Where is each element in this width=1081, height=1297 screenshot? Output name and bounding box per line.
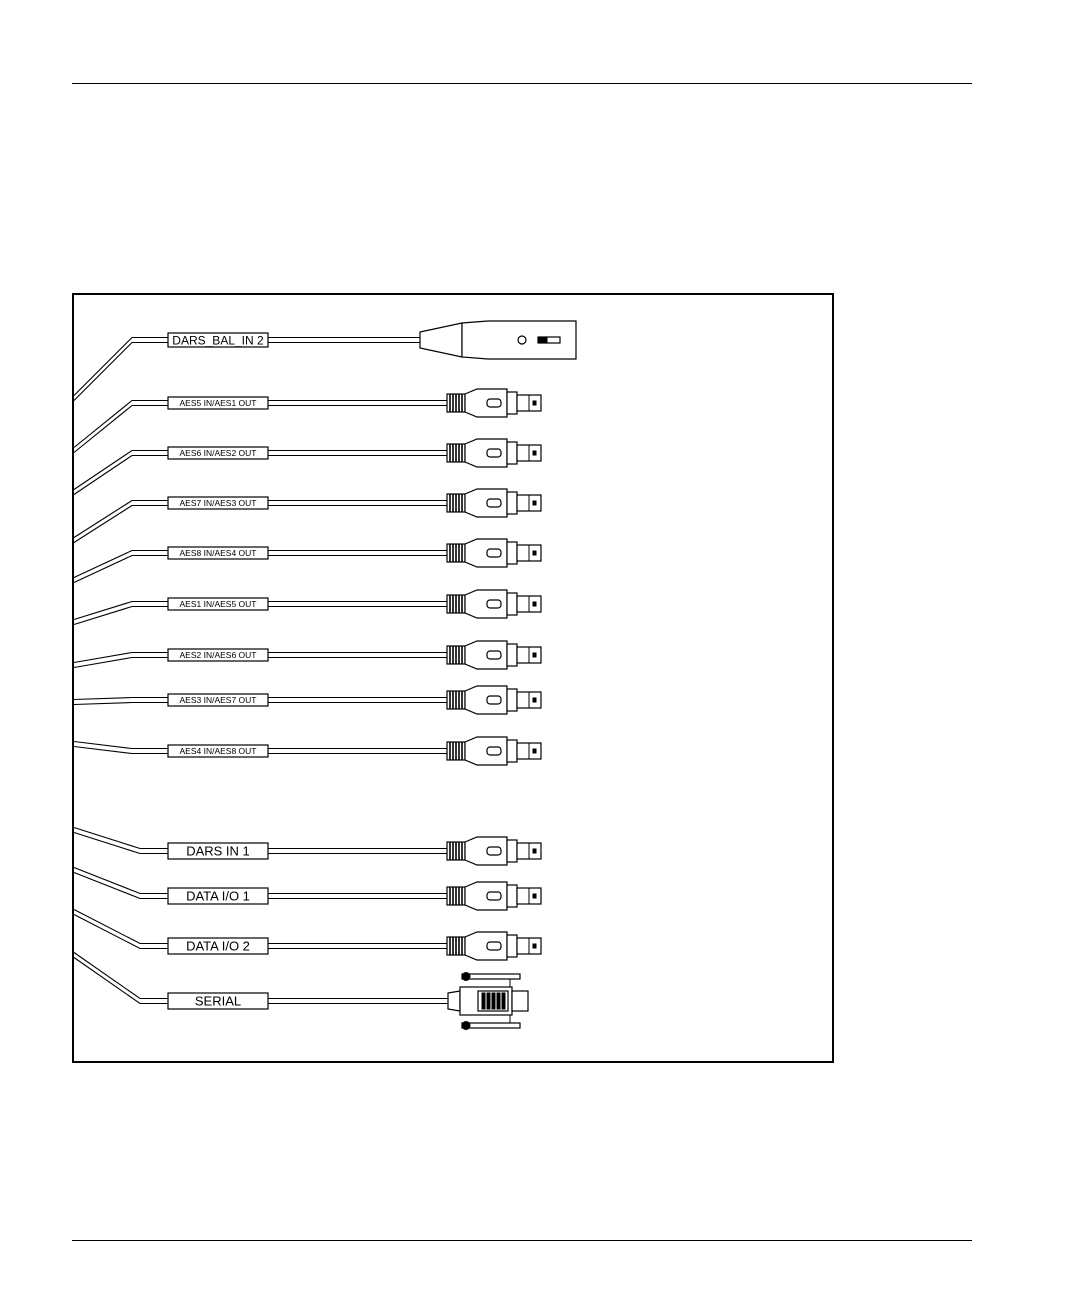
bnc-connector-icon	[447, 686, 541, 714]
cable-10: DATA I/O 1	[74, 868, 541, 911]
bnc-connector-icon	[447, 389, 541, 417]
bnc-connector-icon	[447, 932, 541, 960]
cable-9: DARS IN 1	[74, 828, 541, 866]
cable-label: DARS IN 1	[186, 844, 250, 859]
cable-label: AES5 IN/AES1 OUT	[180, 398, 257, 408]
cable-7: AES3 IN/AES7 OUT	[74, 686, 541, 714]
xlr-connector-icon	[420, 321, 576, 359]
cable-label: DATA I/O 2	[186, 939, 250, 954]
bnc-connector-icon	[447, 439, 541, 467]
cable-4: AES8 IN/AES4 OUT	[74, 539, 541, 583]
bnc-connector-icon	[447, 837, 541, 865]
cable-label: AES1 IN/AES5 OUT	[180, 599, 257, 609]
bnc-connector-icon	[447, 489, 541, 517]
cable-8: AES4 IN/AES8 OUT	[74, 737, 541, 765]
cable-label: AES4 IN/AES8 OUT	[180, 746, 257, 756]
cable-label: DATA I/O 1	[186, 889, 250, 904]
cable-3: AES7 IN/AES3 OUT	[74, 489, 541, 543]
cable-label: DARS_BAL_IN 2	[172, 333, 264, 347]
cable-12: SERIAL	[74, 953, 528, 1030]
bnc-connector-icon	[447, 641, 541, 669]
cable-label: SERIAL	[195, 994, 241, 1009]
cable-label: AES8 IN/AES4 OUT	[180, 548, 257, 558]
bnc-connector-icon	[447, 882, 541, 910]
cable-11: DATA I/O 2	[74, 910, 541, 961]
cable-label: AES2 IN/AES6 OUT	[180, 650, 257, 660]
cable-label: AES3 IN/AES7 OUT	[180, 695, 257, 705]
bnc-connector-icon	[447, 590, 541, 618]
cable-label: AES7 IN/AES3 OUT	[180, 498, 257, 508]
db9-connector-icon	[448, 973, 528, 1030]
cable-2: AES6 IN/AES2 OUT	[74, 439, 541, 495]
cable-label: AES6 IN/AES2 OUT	[180, 448, 257, 458]
bnc-connector-icon	[447, 539, 541, 567]
cable-6: AES2 IN/AES6 OUT	[74, 641, 541, 669]
bnc-connector-icon	[447, 737, 541, 765]
cable-5: AES1 IN/AES5 OUT	[74, 590, 541, 625]
